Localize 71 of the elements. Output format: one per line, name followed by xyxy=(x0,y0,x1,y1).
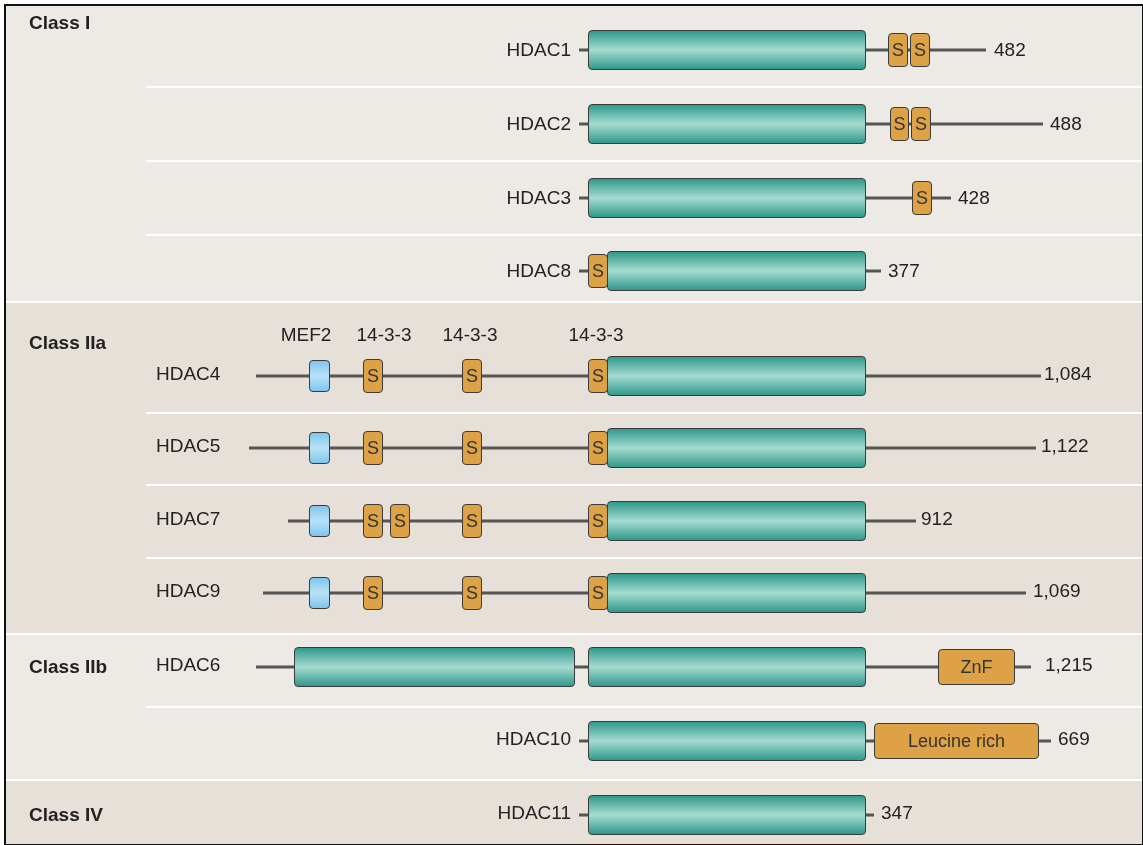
protein-name: HDAC9 xyxy=(156,580,221,602)
class-panel xyxy=(6,633,1142,781)
length-label: 1,215 xyxy=(1045,654,1093,676)
length-label: 488 xyxy=(1050,113,1082,135)
class-heading: Class I xyxy=(29,12,91,34)
protein-name: HDAC5 xyxy=(156,435,221,457)
serine-site-box: S xyxy=(363,504,383,538)
length-label: 428 xyxy=(958,187,990,209)
catalytic-domain-box xyxy=(588,795,866,835)
length-label: 1,122 xyxy=(1041,435,1089,457)
protein-name: HDAC10 xyxy=(496,728,571,750)
serine-site-box: S xyxy=(462,359,482,393)
serine-site-box: S xyxy=(910,33,930,67)
serine-site-box: S xyxy=(912,181,932,215)
catalytic-domain-box xyxy=(588,104,866,144)
site-label: 14-3-3 xyxy=(356,324,412,346)
catalytic-domain-box xyxy=(588,178,866,218)
serine-site-box: S xyxy=(363,431,383,465)
length-label: 912 xyxy=(921,508,953,530)
serine-site-box: S xyxy=(462,504,482,538)
catalytic-domain-box xyxy=(607,573,866,613)
protein-name: HDAC7 xyxy=(156,508,221,530)
serine-site-box: S xyxy=(588,504,608,538)
protein-name: HDAC2 xyxy=(506,113,571,135)
binding-domain-box xyxy=(309,505,330,537)
length-label: 482 xyxy=(994,39,1026,61)
catalytic-domain-box xyxy=(588,647,866,687)
class-panel xyxy=(6,6,1142,301)
protein-name: HDAC1 xyxy=(506,39,571,61)
class-heading: Class IIa xyxy=(29,332,107,354)
protein-name: HDAC6 xyxy=(156,654,221,676)
binding-domain-box xyxy=(309,432,330,464)
serine-site-box: S xyxy=(890,107,909,141)
class-panel xyxy=(6,301,1142,635)
binding-domain-box xyxy=(309,577,330,609)
length-label: 669 xyxy=(1058,728,1090,750)
catalytic-domain-box xyxy=(607,428,866,468)
protein-name: HDAC11 xyxy=(497,802,571,824)
serine-site-box: S xyxy=(588,576,608,610)
domain-box: ZnF xyxy=(938,649,1015,685)
protein-name: HDAC4 xyxy=(156,363,221,385)
length-label: 1,084 xyxy=(1044,363,1092,385)
length-label: 1,069 xyxy=(1033,580,1081,602)
catalytic-domain-box xyxy=(294,647,575,687)
serine-site-box: S xyxy=(462,431,482,465)
serine-site-box: S xyxy=(363,576,383,610)
serine-site-box: S xyxy=(390,504,410,538)
serine-site-box: S xyxy=(363,359,383,393)
length-label: 347 xyxy=(881,802,913,824)
serine-site-box: S xyxy=(588,254,608,288)
serine-site-box: S xyxy=(888,33,908,67)
catalytic-domain-box xyxy=(588,30,866,70)
site-label: 14-3-3 xyxy=(568,324,624,346)
binding-domain-box xyxy=(309,360,330,392)
catalytic-domain-box xyxy=(588,721,866,761)
protein-name: HDAC8 xyxy=(506,260,571,282)
catalytic-domain-box xyxy=(607,356,866,396)
serine-site-box: S xyxy=(588,431,608,465)
serine-site-box: S xyxy=(462,576,482,610)
length-label: 377 xyxy=(888,260,920,282)
class-heading: Class IIb xyxy=(29,656,108,678)
catalytic-domain-box xyxy=(607,501,866,541)
serine-site-box: S xyxy=(588,359,608,393)
class-panel xyxy=(6,779,1142,844)
domain-box: Leucine rich xyxy=(874,723,1039,759)
class-heading: Class IV xyxy=(29,804,103,826)
catalytic-domain-box xyxy=(607,251,866,291)
site-label: 14-3-3 xyxy=(442,324,498,346)
site-label: MEF2 xyxy=(280,324,332,346)
protein-name: HDAC3 xyxy=(506,187,571,209)
serine-site-box: S xyxy=(911,107,931,141)
